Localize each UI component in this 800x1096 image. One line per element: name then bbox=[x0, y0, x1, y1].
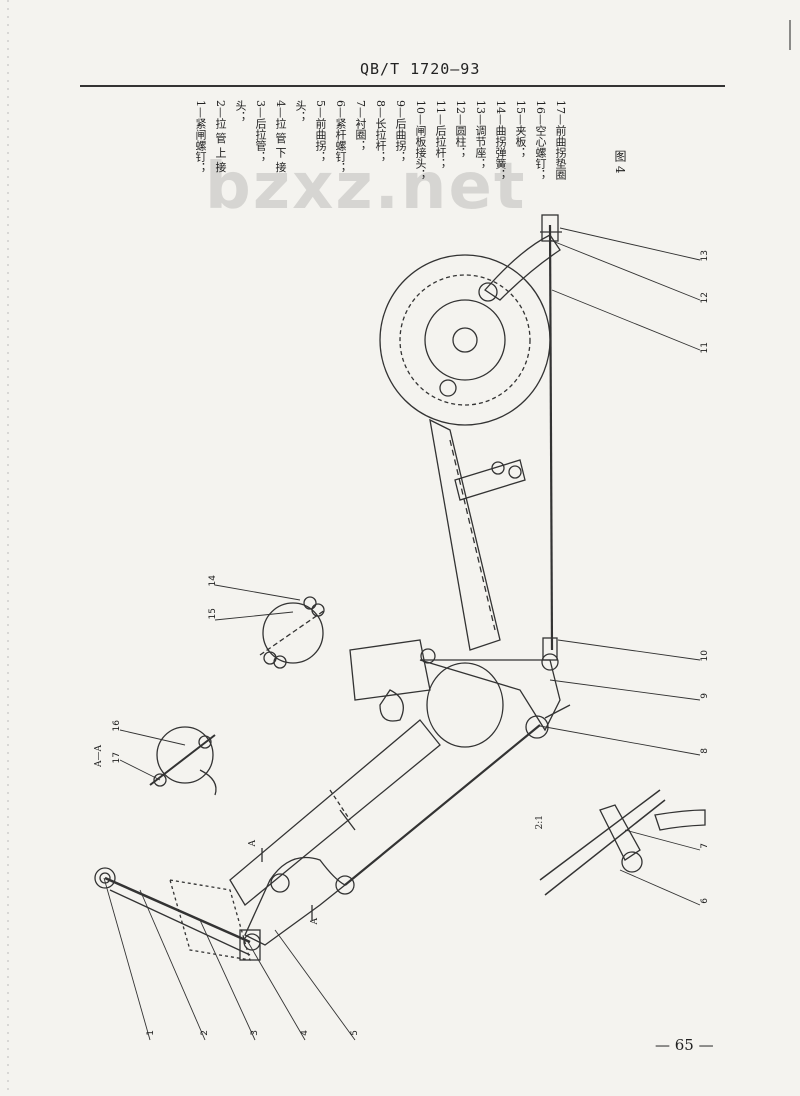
bottom-bracket-shell bbox=[426, 662, 504, 748]
legend-item: 17—前曲拐垫圈 bbox=[554, 100, 567, 180]
legend-item: 2—拉 管 上 接 bbox=[214, 100, 227, 173]
rear-brake-arm bbox=[484, 234, 561, 301]
chain-stay-tube bbox=[429, 418, 501, 651]
callout-15: 15 bbox=[208, 608, 218, 620]
front-crank bbox=[244, 856, 347, 946]
clamp-screw bbox=[94, 867, 116, 889]
legend-item: 头； bbox=[294, 100, 307, 122]
callout-8: 8 bbox=[700, 748, 710, 754]
section-aa-label: A—A bbox=[94, 745, 104, 767]
callout-14: 14 bbox=[208, 575, 218, 587]
cut-marker-a: A bbox=[310, 918, 320, 925]
brake-drum-hub bbox=[424, 299, 506, 381]
clamp-plate-ring bbox=[262, 602, 324, 664]
detail-scale-label: 2:1 bbox=[535, 815, 545, 830]
legend-item: 头； bbox=[234, 100, 247, 122]
watermark: bzxz.net bbox=[205, 150, 527, 224]
legend-item: 11—后拉杆； bbox=[434, 100, 447, 169]
adjuster-seat bbox=[541, 214, 559, 242]
rear-pull-rod bbox=[548, 224, 554, 651]
callout-12: 12 bbox=[700, 292, 710, 304]
legend-item: 4—拉 管 下 接 bbox=[274, 100, 287, 173]
legend-item: 9—后曲拐； bbox=[394, 100, 407, 162]
legend-item: 1—紧闸螺钉； bbox=[194, 100, 207, 173]
legend-item: 3—后拉管； bbox=[254, 100, 267, 162]
legend-item: 5—前曲拐； bbox=[314, 100, 327, 162]
down-tube bbox=[229, 719, 441, 906]
page-number: — 65 — bbox=[655, 1036, 714, 1054]
legend-item: 6—紧杆螺钉； bbox=[334, 100, 347, 173]
legend-item: 14—曲拐弹簧； bbox=[494, 100, 507, 180]
rear-pull-tube bbox=[104, 876, 251, 944]
callout-3: 3 bbox=[250, 1030, 260, 1036]
legend-item: 12—圆柱； bbox=[454, 100, 467, 158]
figure-label: 图 4 bbox=[613, 150, 627, 174]
legend-item: 15—夹板； bbox=[514, 100, 527, 158]
callout-13: 13 bbox=[700, 250, 710, 262]
legend-item: 13—调节座； bbox=[474, 100, 487, 169]
hub-nut bbox=[452, 327, 478, 353]
callout-1: 1 bbox=[146, 1030, 156, 1036]
legend-item: 7—衬圈； bbox=[354, 100, 367, 151]
legend-item: 8—长拉杆； bbox=[374, 100, 387, 162]
cut-marker-a: A bbox=[248, 840, 258, 847]
pivot-bolt bbox=[478, 282, 498, 302]
callout-16: 16 bbox=[112, 720, 122, 732]
brake-drum-inner bbox=[399, 274, 531, 406]
callout-10: 10 bbox=[700, 650, 710, 662]
legend-item: 10—闸板接头； bbox=[414, 100, 427, 180]
callout-7: 7 bbox=[700, 843, 710, 849]
callout-11: 11 bbox=[700, 342, 710, 354]
callout-4: 4 bbox=[300, 1030, 310, 1036]
rear-crank bbox=[419, 659, 561, 732]
callout-6: 6 bbox=[700, 898, 710, 904]
callout-5: 5 bbox=[350, 1030, 360, 1036]
legend-item: 16—空心螺钉； bbox=[534, 100, 547, 180]
header-rule bbox=[80, 85, 725, 87]
document-code: QB/T 1720—93 bbox=[360, 60, 481, 78]
brake-plate-joint bbox=[542, 637, 558, 661]
callout-17: 17 bbox=[112, 752, 122, 764]
callout-9: 9 bbox=[700, 693, 710, 699]
aa-section-ring bbox=[156, 726, 214, 784]
detail-rod bbox=[539, 789, 661, 881]
callout-2: 2 bbox=[200, 1030, 210, 1036]
drum-hole bbox=[439, 379, 457, 397]
long-pull-rod bbox=[344, 724, 541, 886]
brake-drum-outer bbox=[379, 254, 551, 426]
parts-legend: 1—紧闸螺钉； 2—拉 管 上 接 头； 3—后拉管； 4—拉 管 下 接 头；… bbox=[194, 100, 615, 210]
